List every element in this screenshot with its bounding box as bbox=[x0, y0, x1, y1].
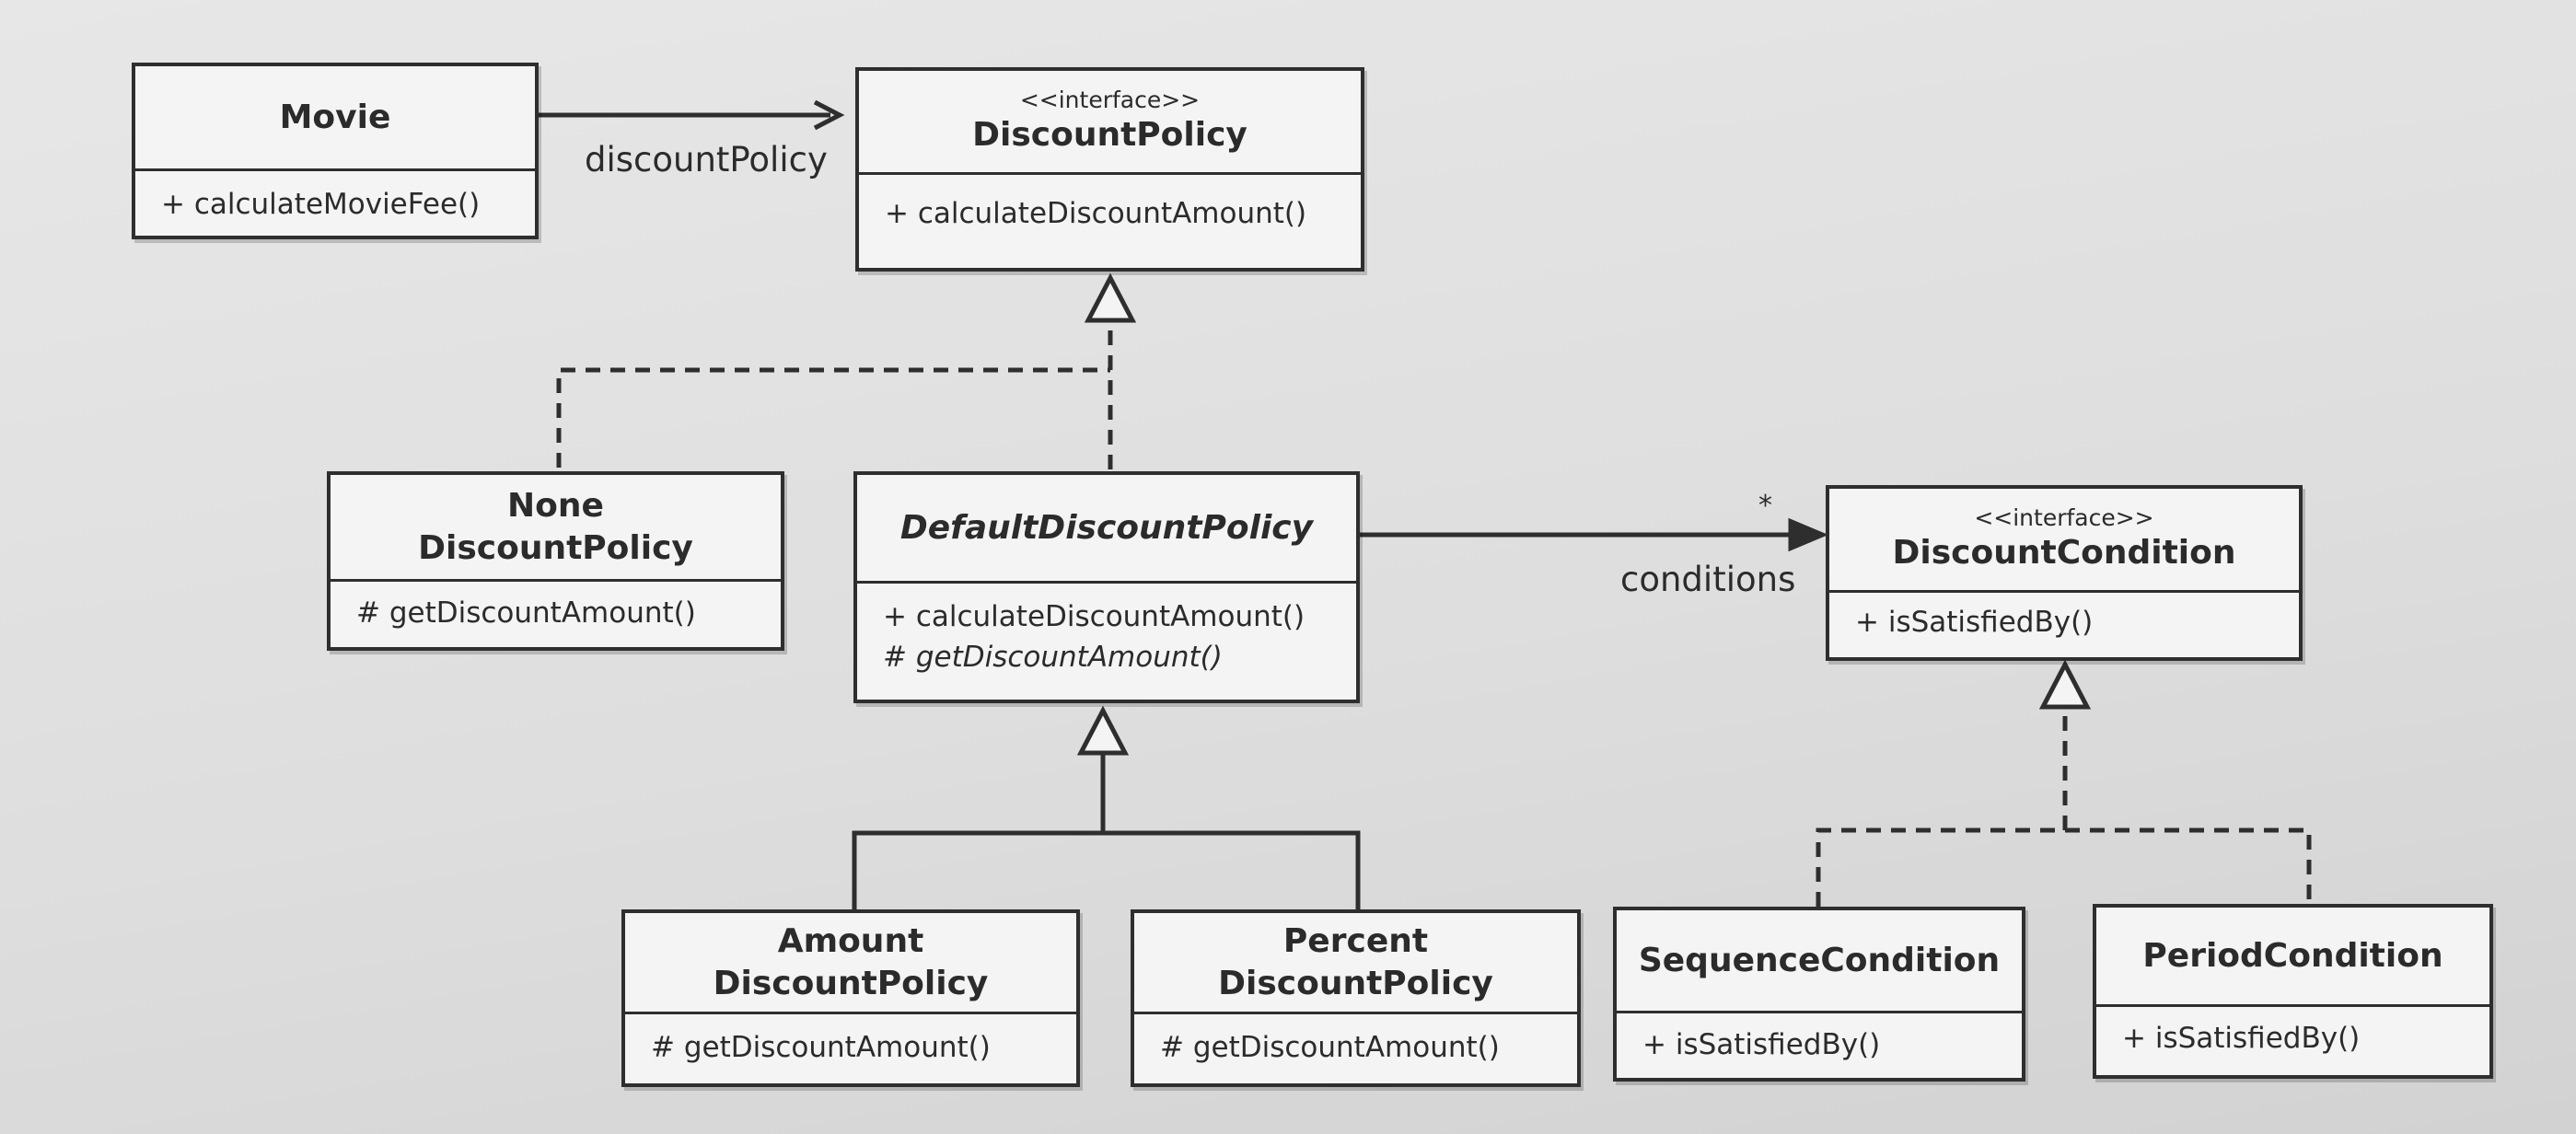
class-amount-discount-policy: Amount DiscountPolicy # getDiscountAmoun… bbox=[621, 909, 1080, 1087]
class-movie: Movie + calculateMovieFee() bbox=[132, 63, 539, 239]
realization-to-discountpolicy bbox=[556, 367, 1110, 468]
class-discount-policy: <<interface>> DiscountPolicy + calculate… bbox=[855, 67, 1364, 272]
class-percent-name-line1: Percent bbox=[1282, 921, 1429, 960]
class-default-discount-policy-header: DefaultDiscountPolicy bbox=[857, 475, 1356, 584]
class-discount-condition-header: <<interface>> DiscountCondition bbox=[1829, 489, 2299, 593]
operation: + isSatisfiedBy() bbox=[1642, 1028, 1881, 1061]
operation: # getDiscountAmount() bbox=[651, 1031, 991, 1064]
operation: # getDiscountAmount() bbox=[1160, 1031, 1500, 1064]
association-label-discountpolicy: discountPolicy bbox=[585, 140, 828, 179]
realization-triangle-discountpolicy bbox=[1084, 272, 1137, 323]
class-amount-name-line2: DiscountPolicy bbox=[713, 964, 989, 1002]
class-sequence-condition-header: SequenceCondition bbox=[1617, 910, 2022, 1013]
class-amount-discount-policy-operations: # getDiscountAmount() bbox=[625, 1014, 1076, 1068]
operation: + calculateDiscountAmount() bbox=[883, 600, 1305, 633]
abstract-operation: # getDiscountAmount() bbox=[883, 641, 1223, 674]
realization-triangle-discountcondition bbox=[2038, 659, 2092, 710]
class-discount-policy-name: DiscountPolicy bbox=[972, 116, 1247, 154]
class-percent-discount-policy: Percent DiscountPolicy # getDiscountAmou… bbox=[1131, 909, 1581, 1087]
class-period-condition-name: PeriodCondition bbox=[2142, 936, 2443, 975]
class-default-discount-policy: DefaultDiscountPolicy + calculateDiscoun… bbox=[853, 471, 1360, 703]
class-period-condition: PeriodCondition + isSatisfiedBy() bbox=[2093, 904, 2493, 1079]
operation: + isSatisfiedBy() bbox=[2122, 1022, 2361, 1055]
stereotype: <<interface>> bbox=[1019, 87, 1201, 113]
generalization-triangle bbox=[1076, 705, 1130, 756]
stereotype: <<interface>> bbox=[1974, 504, 2154, 531]
class-amount-name-line1: Amount bbox=[777, 921, 924, 960]
class-discount-condition-operations: + isSatisfiedBy() bbox=[1829, 593, 2299, 642]
generalization-to-defaultdiscountpolicy bbox=[852, 830, 1361, 909]
class-none-name-line2: DiscountPolicy bbox=[418, 528, 693, 567]
class-none-discount-policy: None DiscountPolicy # getDiscountAmount(… bbox=[327, 471, 784, 651]
class-sequence-condition-operations: + isSatisfiedBy() bbox=[1617, 1013, 2022, 1065]
class-discount-condition: <<interface>> DiscountCondition + isSati… bbox=[1826, 485, 2303, 661]
class-percent-discount-policy-operations: # getDiscountAmount() bbox=[1134, 1014, 1577, 1068]
class-percent-discount-policy-header: Percent DiscountPolicy bbox=[1134, 913, 1577, 1014]
class-period-condition-header: PeriodCondition bbox=[2096, 908, 2489, 1007]
operation: # getDiscountAmount() bbox=[356, 596, 696, 630]
class-sequence-condition-name: SequenceCondition bbox=[1638, 941, 2001, 979]
class-movie-header: Movie bbox=[135, 66, 535, 171]
class-discount-policy-header: <<interface>> DiscountPolicy bbox=[859, 71, 1361, 175]
association-label-conditions: conditions bbox=[1620, 560, 1796, 599]
class-period-condition-operations: + isSatisfiedBy() bbox=[2096, 1007, 2489, 1059]
class-discount-condition-name: DiscountCondition bbox=[1892, 534, 2236, 572]
operation: + isSatisfiedBy() bbox=[1855, 606, 2094, 639]
class-movie-operations: + calculateMovieFee() bbox=[135, 171, 535, 225]
class-default-discount-policy-operations: + calculateDiscountAmount() # getDiscoun… bbox=[857, 584, 1356, 677]
association-arrowhead bbox=[813, 99, 845, 131]
realization-to-discountcondition bbox=[1816, 827, 2312, 907]
class-discount-policy-operations: + calculateDiscountAmount() bbox=[859, 175, 1361, 234]
multiplicity-label: * bbox=[1758, 490, 1772, 522]
operation: + calculateMovieFee() bbox=[161, 188, 481, 221]
class-percent-name-line2: DiscountPolicy bbox=[1218, 964, 1493, 1002]
class-none-name-line1: None bbox=[507, 486, 604, 525]
class-none-discount-policy-header: None DiscountPolicy bbox=[331, 475, 781, 582]
class-sequence-condition: SequenceCondition + isSatisfiedBy() bbox=[1613, 907, 2025, 1082]
association-conditions-arrowhead bbox=[1788, 517, 1828, 552]
class-movie-name: Movie bbox=[279, 98, 391, 136]
class-default-discount-policy-name: DefaultDiscountPolicy bbox=[899, 508, 1314, 547]
operation: + calculateDiscountAmount() bbox=[885, 197, 1307, 230]
class-amount-discount-policy-header: Amount DiscountPolicy bbox=[625, 913, 1076, 1014]
class-none-discount-policy-operations: # getDiscountAmount() bbox=[331, 582, 781, 633]
